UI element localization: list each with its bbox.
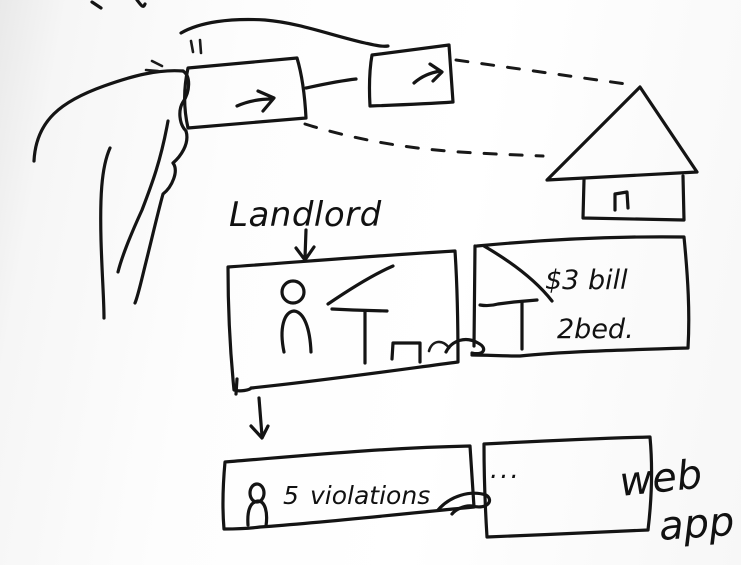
web-label: web — [617, 452, 704, 506]
phone-icon-2 — [369, 45, 453, 106]
landlord-label-group: Landlord — [229, 195, 382, 260]
bill-label: $3 bill — [545, 265, 628, 296]
web-app-label: web app — [617, 452, 736, 550]
avatar-icon — [248, 484, 267, 526]
person-icon — [282, 281, 311, 352]
connector-loop — [446, 340, 484, 354]
listing-card-detail: $3 bill 2bed. — [472, 237, 689, 356]
top-cropped-scribble — [92, 0, 145, 8]
bedrooms-label: 2bed. — [557, 314, 634, 345]
listing-card-main — [228, 251, 458, 391]
flow-line — [181, 20, 388, 88]
hand-icon — [34, 71, 189, 318]
ellipsis-label: ... — [490, 455, 521, 485]
phone-icon — [146, 40, 306, 128]
violations-card: 5 violations — [223, 446, 474, 529]
violations-word: violations — [310, 481, 430, 510]
violations-count: 5 — [283, 481, 299, 510]
app-label: app — [657, 499, 735, 550]
house-icon — [547, 87, 697, 220]
violations-text: 5 violations — [283, 481, 430, 510]
